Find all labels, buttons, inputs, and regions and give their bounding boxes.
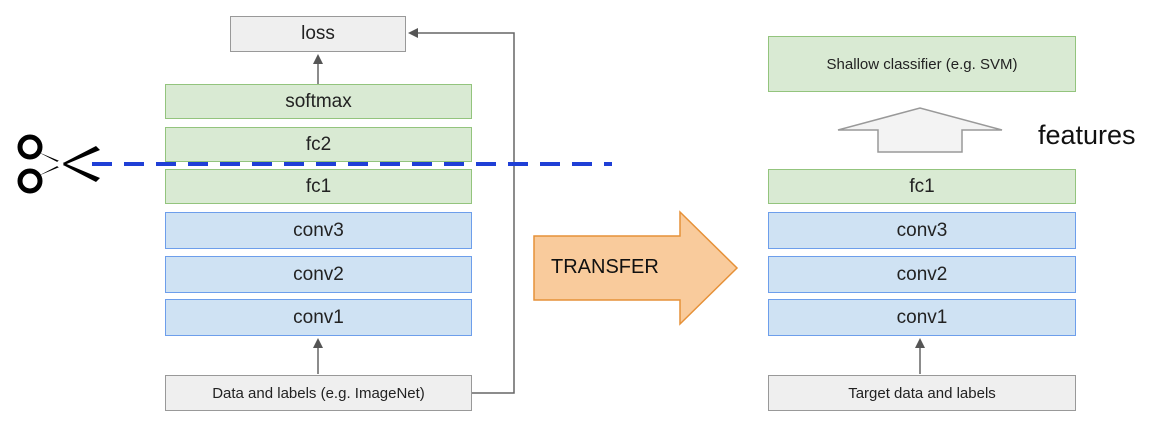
transfer-label: TRANSFER [551,256,659,278]
right-conv3-layer: conv3 [768,212,1076,249]
scissors-icon [17,134,100,194]
softmax-layer: softmax [165,84,472,119]
fc2-layer: fc2 [165,127,472,162]
shallow-classifier-box: Shallow classifier (e.g. SVM) [768,36,1076,92]
right-conv2-layer: conv2 [768,256,1076,293]
features-up-arrow [837,107,1003,153]
data-and-labels-box: Data and labels (e.g. ImageNet) [165,375,472,411]
conv3-layer: conv3 [165,212,472,249]
loss-box: loss [230,16,406,52]
transfer-arrow [533,210,739,326]
labels-to-loss-arrow [408,28,515,394]
fc1-layer: fc1 [165,169,472,204]
right-conv1-layer: conv1 [768,299,1076,336]
conv2-layer: conv2 [165,256,472,293]
conv1-layer: conv1 [165,299,472,336]
features-label: features [1038,120,1136,150]
right-fc1-layer: fc1 [768,169,1076,204]
target-data-box: Target data and labels [768,375,1076,411]
